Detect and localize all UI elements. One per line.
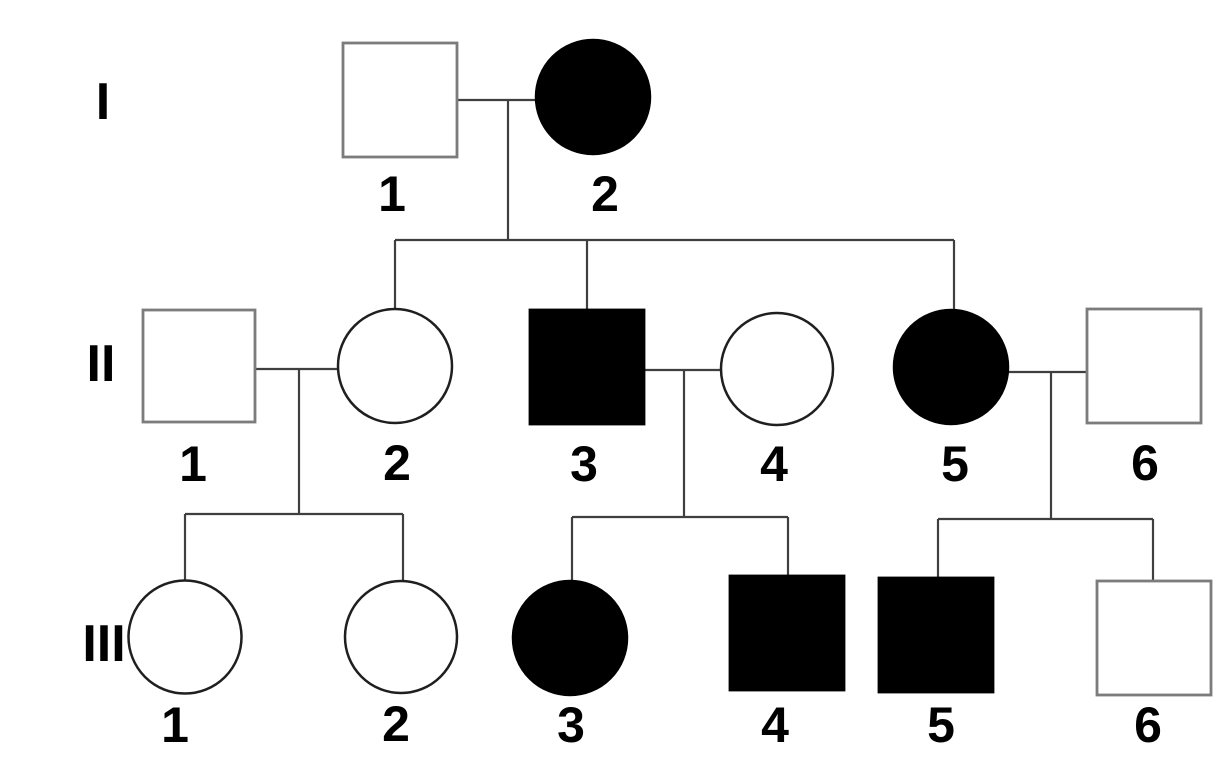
individual-III-5-symbol (877, 576, 995, 694)
individual-II-4-number: 4 (760, 436, 788, 492)
individual-I-2-symbol (534, 38, 652, 156)
individual-III-4-number: 4 (761, 697, 789, 753)
individual-II-3-symbol (528, 308, 646, 426)
individual-II-1-number: 1 (179, 436, 207, 492)
individual-II-2-symbol (336, 307, 454, 425)
individual-II-6-number: 6 (1131, 435, 1159, 491)
individual-II-5-number: 5 (941, 436, 969, 492)
individual-I-1-number: 1 (378, 166, 406, 222)
individual-III-5-number: 5 (927, 697, 955, 753)
individual-III-6-number: 6 (1134, 697, 1162, 753)
individual-III-1-number: 1 (161, 697, 189, 753)
individual-II-3-number: 3 (570, 436, 598, 492)
individual-II-4-symbol (719, 311, 835, 427)
individual-II-6-symbol (1085, 307, 1203, 425)
individual-II-5-symbol (892, 308, 1010, 426)
individual-III-4-symbol (728, 574, 846, 692)
individual-III-2-number: 2 (382, 696, 410, 752)
individual-III-6-symbol (1095, 579, 1213, 697)
individual-II-1-symbol (141, 308, 257, 424)
individual-III-2-symbol (343, 579, 459, 695)
individual-II-2-number: 2 (383, 435, 411, 491)
individual-III-1-symbol (127, 579, 243, 695)
generation-label-III: III (82, 615, 125, 673)
individual-III-3-number: 3 (557, 697, 585, 753)
generation-label-II: II (87, 335, 116, 393)
individual-I-2-number: 2 (591, 166, 619, 222)
individual-III-3-symbol (511, 579, 629, 697)
individual-I-1-symbol (341, 41, 459, 159)
generation-label-I: I (96, 73, 110, 131)
